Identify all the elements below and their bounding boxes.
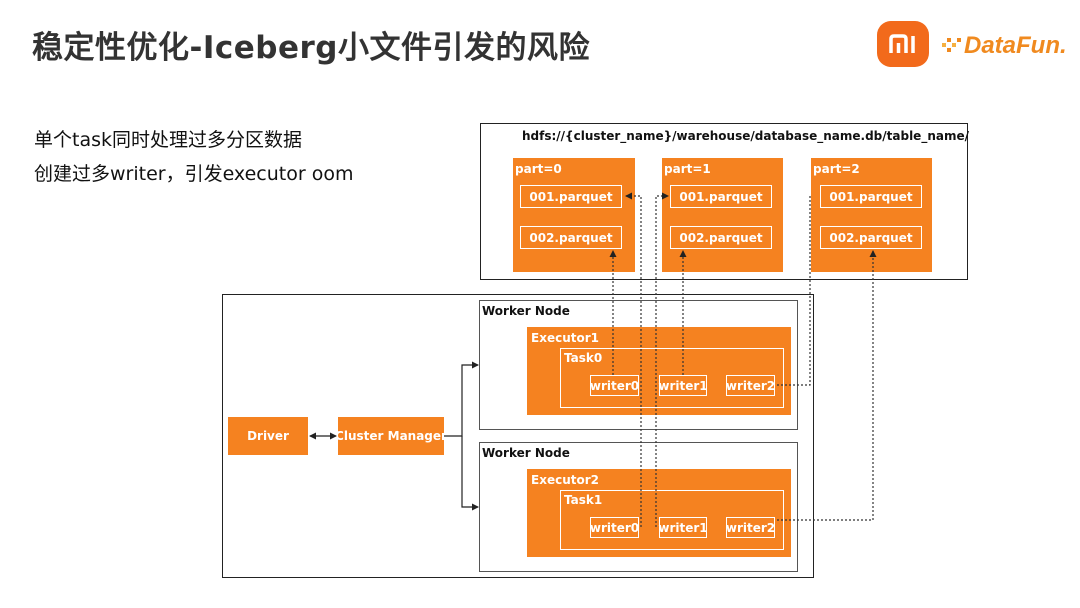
cluster-manager-node: Cluster Manager (335, 417, 447, 455)
mi-logo-icon (889, 34, 915, 53)
task-1 (560, 490, 784, 550)
parquet-file: 002.parquet (520, 226, 622, 249)
writer-box: writer1 (658, 375, 708, 396)
worker-node-label: Worker Node (482, 446, 570, 460)
writer-box: writer0 (590, 517, 639, 538)
executor-2 (527, 469, 791, 557)
partition-label: part=2 (813, 162, 860, 176)
writer-box: writer2 (726, 375, 775, 396)
parquet-file: 001.parquet (670, 185, 772, 208)
datafun-wordmark: DataFun. (964, 32, 1067, 59)
task-label: Task0 (564, 351, 603, 365)
hdfs-path: hdfs://{cluster_name}/warehouse/database… (522, 129, 969, 143)
bullet-2: 创建过多writer，引发executor oom (34, 163, 354, 185)
parquet-file: 002.parquet (820, 226, 922, 249)
parquet-file: 002.parquet (670, 226, 772, 249)
worker-node-label: Worker Node (482, 304, 570, 318)
driver-node: Driver (228, 417, 308, 455)
writer-box: writer2 (726, 517, 775, 538)
partition-label: part=0 (515, 162, 562, 176)
write-link (625, 192, 642, 527)
writer-box: writer0 (590, 375, 639, 396)
writer-box: writer1 (658, 517, 708, 538)
cm-worker-link (461, 436, 479, 511)
executor-label: Executor2 (531, 473, 599, 487)
executor-label: Executor1 (531, 331, 599, 345)
parquet-file: 001.parquet (820, 185, 922, 208)
datafun-pixel-icon (942, 38, 961, 52)
parquet-file: 001.parquet (520, 185, 622, 208)
cm-worker-link (444, 361, 479, 437)
task-label: Task1 (564, 493, 603, 507)
task-0 (560, 348, 784, 408)
write-link (777, 195, 812, 386)
write-link (777, 250, 877, 521)
mi-logo (877, 21, 929, 67)
partition-label: part=1 (664, 162, 711, 176)
datafun-logo: DataFun. (942, 28, 1072, 64)
page-title: 稳定性优化-Iceberg小文件引发的风险 (32, 30, 590, 66)
executor-1 (527, 327, 791, 415)
write-link (655, 192, 669, 527)
bullet-1: 单个task同时处理过多分区数据 (34, 129, 302, 151)
